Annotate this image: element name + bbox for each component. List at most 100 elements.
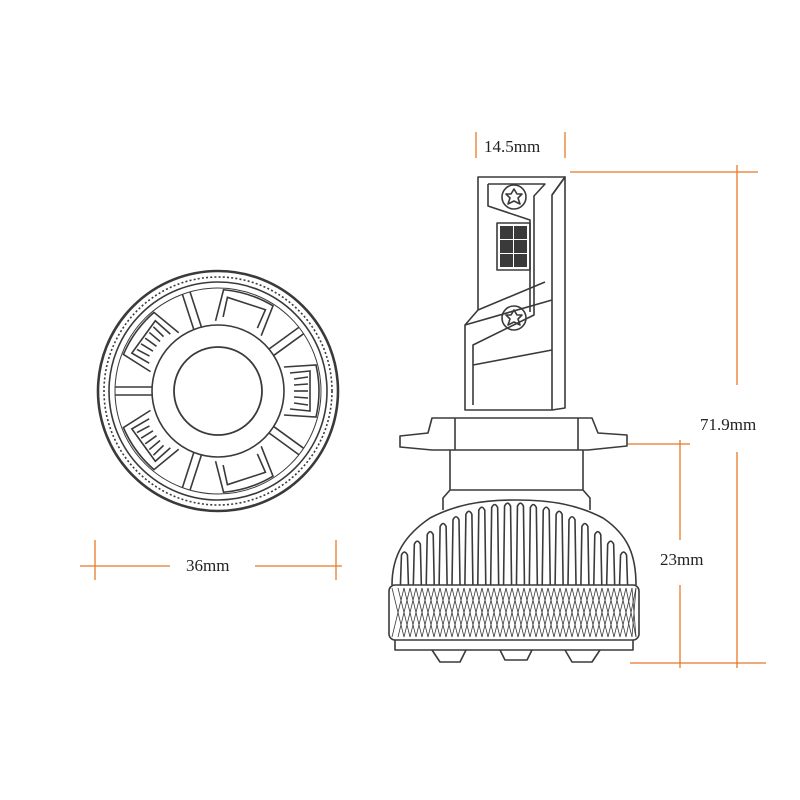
front-housing-rim (108, 281, 328, 501)
vane-slot (293, 376, 309, 380)
knurl-line (613, 587, 627, 638)
bulb-neck (442, 450, 591, 510)
spoke-lines (268, 326, 305, 357)
heatsink-fin (412, 540, 423, 586)
dim-chip-width-label: 14.5mm (484, 137, 541, 156)
knurl-line (403, 587, 417, 638)
vane-slot (144, 435, 157, 445)
knurl-line (589, 587, 603, 638)
front-spoke (268, 326, 305, 357)
knurl-line (511, 587, 525, 638)
front-center-ring (151, 324, 285, 458)
vane-slot (293, 396, 309, 399)
front-vane (214, 288, 305, 357)
knurl-line (619, 587, 633, 638)
led-chip (514, 226, 527, 239)
knurl-line (631, 587, 637, 638)
knurl-line (547, 587, 561, 638)
heatsink-fin (528, 503, 539, 586)
front-vane (115, 386, 180, 471)
knurl-line (409, 587, 423, 638)
knurl-line (463, 587, 477, 638)
knurl-line (625, 587, 637, 638)
knurl-line (487, 587, 501, 638)
heatsink-fin (438, 522, 448, 586)
led-chip-frame (496, 222, 531, 271)
knurl-line (523, 587, 537, 638)
heatsink-fin (580, 522, 590, 586)
heatsink-fin (502, 502, 513, 586)
knurl-line (421, 587, 435, 638)
heatsink-fin (541, 506, 552, 586)
knurl-line (535, 587, 549, 638)
vane-body (122, 311, 180, 373)
heatsink-fin (567, 515, 577, 586)
heatsink-knurl-ring (388, 584, 640, 641)
knurl-line (505, 587, 519, 638)
spoke-lines (181, 452, 203, 491)
vane-slot (140, 343, 154, 352)
vane-body (283, 364, 320, 418)
front-vane (122, 291, 203, 373)
knurl-line (577, 587, 591, 638)
heatsink-fin (618, 551, 629, 586)
heatsink-fin (476, 506, 487, 586)
dim-diameter-label: 36mm (186, 556, 230, 575)
chip-board-bevel (464, 281, 553, 366)
screw-bottom (501, 305, 527, 331)
dimension-lines (80, 132, 766, 668)
bulb-side-view (388, 176, 640, 663)
dim-total-height-label: 71.9mm (700, 415, 757, 434)
vane-body (122, 409, 180, 471)
vane-inner (289, 370, 311, 412)
collar-flange (399, 417, 628, 451)
knurl-line (601, 587, 615, 638)
knurl-line (607, 587, 621, 638)
knurl-line (541, 587, 555, 638)
vane-slot (136, 425, 150, 434)
vane-slot (293, 402, 309, 406)
vane-body (214, 288, 275, 336)
knurl-line (571, 587, 585, 638)
knurl-line (397, 587, 411, 638)
front-vane (181, 446, 275, 494)
heatsink-fin (554, 510, 564, 586)
vane-slot (152, 326, 165, 338)
base-plate (394, 640, 634, 663)
led-chip (514, 254, 527, 267)
bulb-front-view (96, 269, 340, 513)
led-chip-grid (496, 222, 531, 271)
knurl-line (529, 587, 543, 638)
led-chip (500, 254, 513, 267)
vane-inner (222, 296, 267, 329)
knurl-line (469, 587, 483, 638)
front-vane (268, 364, 320, 456)
vane-slot (136, 348, 150, 357)
led-chip (514, 240, 527, 253)
screw-top (501, 184, 527, 210)
vane-inner (130, 319, 171, 364)
knurl-line (517, 587, 531, 638)
heatsink-fin (489, 503, 500, 586)
heatsink-fin (592, 530, 603, 586)
knurl-line (553, 587, 567, 638)
vane-inner (222, 453, 267, 486)
knurl-line (559, 587, 573, 638)
vane-slot (293, 383, 309, 386)
knurl-line (499, 587, 513, 638)
dim-heatsink-height-label: 23mm (660, 550, 704, 569)
knurl-line (445, 587, 459, 638)
front-spoke (268, 425, 305, 456)
front-knurl-ring-outer (96, 269, 340, 513)
knurl-line (433, 587, 447, 638)
chip-board-side-edge (551, 176, 566, 411)
heatsink-fin (464, 510, 474, 586)
front-spoke (181, 452, 203, 491)
spoke-lines (115, 386, 152, 396)
heatsink-fin (451, 515, 461, 586)
led-chip (500, 240, 513, 253)
vane-slot (140, 430, 154, 439)
spoke-lines (181, 291, 203, 330)
heatsink-fin (515, 502, 526, 586)
heatsink-fin (425, 530, 436, 586)
